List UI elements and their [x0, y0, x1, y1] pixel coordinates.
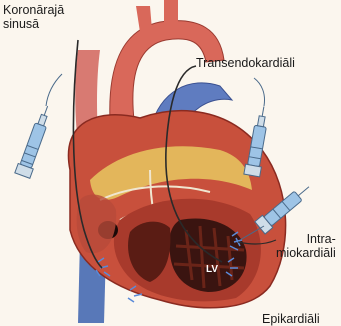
- label-coronary-sinus-line1: Koronārajā: [3, 3, 64, 17]
- label-coronary-sinus: Koronārajā sinusā: [3, 3, 64, 31]
- label-intramyocardial-line1: Intra-: [276, 232, 336, 246]
- label-intramyocardial: Intra- miokardiāli: [276, 232, 336, 260]
- label-coronary-sinus-line2: sinusā: [3, 17, 64, 31]
- label-transendocardial: Transendokardiāli: [196, 56, 295, 70]
- syringe-upper-right-needle: [254, 78, 265, 106]
- label-intramyocardial-line2: miokardiāli: [276, 246, 336, 260]
- syringe-left-icon: [15, 103, 55, 178]
- label-epicardial: Epikardiāli: [262, 312, 320, 326]
- syringe-left-needle: [46, 74, 62, 106]
- aorta-branch-1: [136, 6, 152, 32]
- aorta-branch-2: [164, 0, 178, 24]
- label-left-ventricle: LV: [206, 263, 218, 277]
